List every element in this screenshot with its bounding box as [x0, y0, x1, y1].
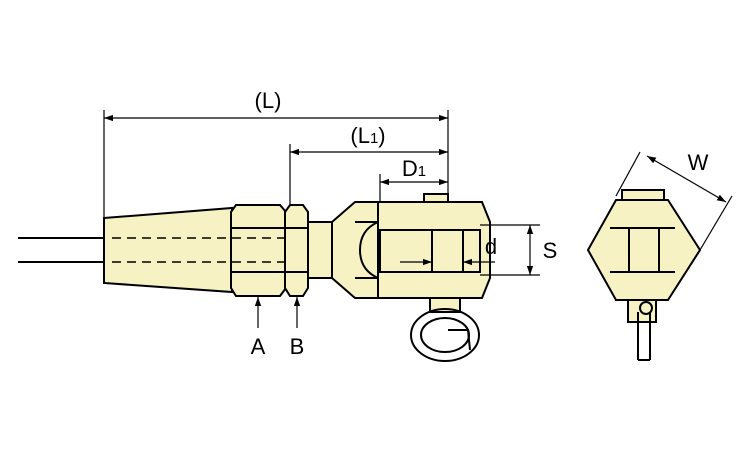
- label-S: S: [543, 238, 558, 263]
- dimension-D1: D1: [380, 156, 448, 186]
- end-view-pin-head: [621, 189, 665, 201]
- jaw-body: [331, 193, 491, 313]
- dimension-W: W: [615, 150, 733, 251]
- end-view-clip: [637, 301, 653, 361]
- hidden-wire-lines: [112, 237, 292, 263]
- label-B: B: [290, 334, 305, 359]
- tapered-sleeve: [103, 206, 233, 294]
- end-view-hexagon: [586, 199, 702, 301]
- hex-nut-b: [284, 204, 309, 297]
- hex-nut-a: [230, 204, 287, 297]
- label-A: A: [251, 334, 266, 359]
- label-W: W: [688, 150, 709, 175]
- dimension-L1: (L1): [290, 123, 448, 156]
- label-L1: (L1): [350, 123, 385, 148]
- dimension-d: d: [400, 234, 497, 266]
- clip-ring: [410, 308, 480, 362]
- leader-B: B: [290, 297, 305, 359]
- end-view: W: [586, 150, 733, 361]
- label-d: d: [485, 234, 497, 259]
- leader-A: A: [251, 297, 266, 359]
- threaded-shank: [307, 221, 333, 279]
- label-L: (L): [255, 88, 282, 113]
- label-D1: D1: [402, 156, 426, 181]
- wire-rope: [18, 237, 104, 263]
- side-view: (L) (L1) D1 d S A B: [18, 88, 558, 362]
- dimension-L: (L): [104, 88, 448, 122]
- dimension-S: S: [526, 225, 558, 275]
